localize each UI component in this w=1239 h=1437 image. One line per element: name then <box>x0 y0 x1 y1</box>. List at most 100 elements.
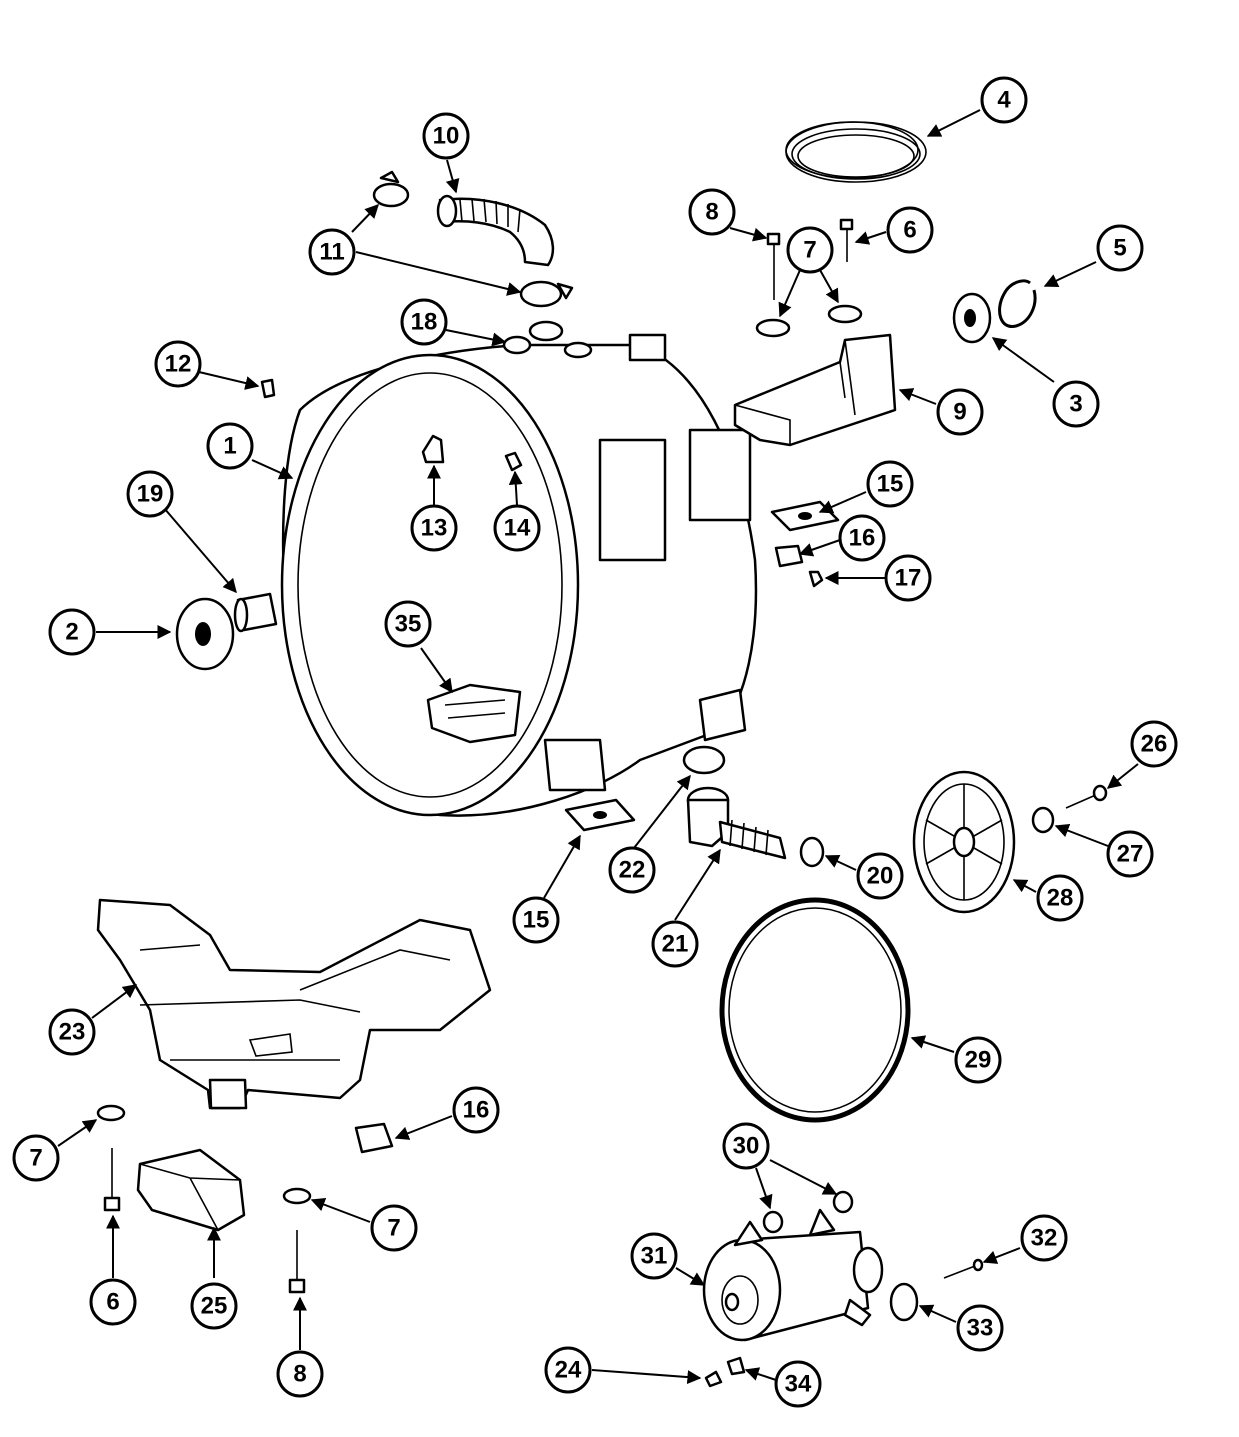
svg-text:17: 17 <box>895 565 922 592</box>
callout-8-lower: 8 <box>276 1350 324 1398</box>
grommet-part-30a <box>762 1210 784 1234</box>
callout-10: 10 <box>422 112 470 160</box>
callout-18: 18 <box>400 298 448 346</box>
hose-part <box>436 194 555 267</box>
callout-6-lower: 6 <box>89 1278 137 1326</box>
callout-16-right: 16 <box>838 514 886 562</box>
screw-part-8-top <box>766 232 781 300</box>
screw-part-24 <box>704 1370 723 1388</box>
svg-text:18: 18 <box>411 309 438 336</box>
callout-2: 2 <box>48 608 96 656</box>
callout-27: 27 <box>1106 830 1154 878</box>
callout-6-top: 6 <box>886 206 934 254</box>
callout-7-top: 7 <box>786 226 834 274</box>
callout-24: 24 <box>544 1346 592 1394</box>
callout-17: 17 <box>884 554 932 602</box>
svg-text:19: 19 <box>137 481 164 508</box>
svg-text:7: 7 <box>803 237 816 264</box>
weight-block-part-25 <box>136 1148 246 1232</box>
svg-text:28: 28 <box>1047 885 1074 912</box>
svg-text:31: 31 <box>641 1243 668 1270</box>
svg-text:13: 13 <box>421 515 448 542</box>
svg-text:30: 30 <box>733 1133 760 1160</box>
svg-text:10: 10 <box>433 123 460 150</box>
washer-part-7-top-a <box>755 318 791 338</box>
clip-part-12 <box>260 378 276 399</box>
callout-32: 32 <box>1020 1214 1068 1262</box>
svg-text:6: 6 <box>106 1289 119 1316</box>
clamp-part-11b <box>519 280 574 308</box>
tub-fitting-part <box>426 683 522 744</box>
svg-text:9: 9 <box>953 399 966 426</box>
clip-part-14 <box>504 451 523 472</box>
bearing-part-2 <box>175 597 235 671</box>
svg-text:5: 5 <box>1113 235 1126 262</box>
svg-text:35: 35 <box>395 611 422 638</box>
callout-26: 26 <box>1130 720 1178 768</box>
callout-16-lower: 16 <box>452 1086 500 1134</box>
screw-part-6-lower <box>103 1148 121 1212</box>
washer-part-27 <box>1031 806 1055 834</box>
svg-text:12: 12 <box>165 351 192 378</box>
clamp-part-22 <box>682 745 726 775</box>
svg-text:22: 22 <box>619 857 646 884</box>
svg-text:6: 6 <box>903 217 916 244</box>
svg-text:15: 15 <box>877 471 904 498</box>
svg-text:21: 21 <box>662 931 689 958</box>
callout-1: 1 <box>206 422 254 470</box>
callout-15-center: 15 <box>512 896 560 944</box>
bearing-part-3 <box>952 292 992 344</box>
svg-text:8: 8 <box>705 199 718 226</box>
svg-text:2: 2 <box>65 619 78 646</box>
snap-ring-part <box>998 279 1037 328</box>
callout-12: 12 <box>154 340 202 388</box>
drain-hose-part <box>686 786 787 860</box>
bushing-part-19 <box>233 592 278 633</box>
svg-text:1: 1 <box>223 433 236 460</box>
callout-33: 33 <box>956 1304 1004 1352</box>
callout-11: 11 <box>308 228 356 276</box>
svg-text:27: 27 <box>1117 841 1144 868</box>
washer-part-7-top-b <box>827 304 863 324</box>
svg-text:33: 33 <box>967 1315 994 1342</box>
clamp-part-18 <box>502 335 532 355</box>
callout-25: 25 <box>190 1282 238 1330</box>
washer-part-7-lower-left <box>96 1104 126 1122</box>
svg-text:29: 29 <box>965 1047 992 1074</box>
screw-part-6-top <box>839 218 854 262</box>
screw-part-17 <box>808 570 824 588</box>
callout-7-lower-left: 7 <box>12 1134 60 1182</box>
screw-part-32 <box>943 1258 984 1279</box>
leader-lines <box>57 109 1139 1385</box>
callout-4: 4 <box>980 76 1028 124</box>
clip-part-13 <box>421 434 445 464</box>
callout-7-lower-mid: 7 <box>370 1204 418 1252</box>
callout-31: 31 <box>630 1232 678 1280</box>
pulley-part-28 <box>912 770 1016 914</box>
svg-text:16: 16 <box>463 1097 490 1124</box>
callout-23: 23 <box>48 1008 96 1056</box>
clamp-part-11a <box>372 170 410 208</box>
svg-text:3: 3 <box>1069 391 1082 418</box>
motor-part-31 <box>702 1208 884 1342</box>
callout-35: 35 <box>384 600 432 648</box>
callout-30: 30 <box>722 1122 770 1170</box>
callout-22: 22 <box>608 846 656 894</box>
callout-14: 14 <box>493 504 541 552</box>
svg-text:4: 4 <box>997 87 1011 114</box>
callout-8-top: 8 <box>688 188 736 236</box>
svg-text:20: 20 <box>867 863 894 890</box>
svg-text:15: 15 <box>523 907 550 934</box>
callout-28: 28 <box>1036 874 1084 922</box>
svg-text:8: 8 <box>293 1361 306 1388</box>
callout-13: 13 <box>410 504 458 552</box>
svg-text:24: 24 <box>555 1357 582 1384</box>
svg-text:7: 7 <box>29 1145 42 1172</box>
grommet-part-30b <box>832 1190 854 1214</box>
svg-text:14: 14 <box>504 515 531 542</box>
counterweight-part-9 <box>733 333 897 447</box>
callout-9: 9 <box>936 388 984 436</box>
washer-part-33 <box>889 1282 919 1322</box>
svg-text:32: 32 <box>1031 1225 1058 1252</box>
